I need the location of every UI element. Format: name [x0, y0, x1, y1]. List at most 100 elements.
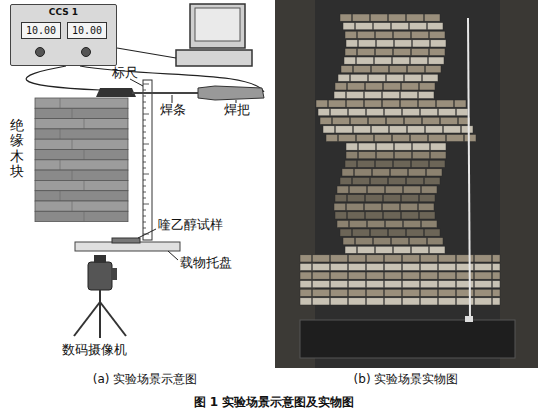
- welding-handle: [198, 86, 264, 100]
- photo-gap: [357, 143, 358, 150]
- photo-content: [275, 0, 538, 368]
- leader-line: [138, 229, 156, 238]
- photo-gap: [455, 289, 456, 296]
- ruler-tick: [143, 84, 149, 85]
- subfigure-caption: (a) 实验场景示意图: [93, 373, 198, 387]
- display-reading: 10.00: [26, 25, 56, 36]
- photo-gap: [365, 109, 366, 116]
- photo-gap: [491, 255, 492, 262]
- knob: [81, 47, 91, 57]
- photo-gap: [411, 152, 412, 159]
- sample-plate: [96, 88, 136, 97]
- photo-gap: [355, 134, 356, 141]
- photo-gap: [365, 298, 366, 305]
- photo-gap: [419, 255, 420, 262]
- display-panel: 10.00: [67, 22, 107, 39]
- wood-layer: [35, 129, 128, 139]
- photo-gap: [357, 40, 358, 47]
- camera-lens: [94, 255, 106, 263]
- wood-joint: [72, 139, 73, 149]
- photo-gap: [349, 74, 350, 81]
- ruler-ticks: [143, 84, 149, 234]
- ruler-tick: [143, 120, 146, 121]
- photo-gap: [355, 57, 356, 64]
- photo-gap: [390, 238, 391, 245]
- monitor-screen: [195, 8, 240, 41]
- wood-joint: [84, 150, 85, 160]
- photo-gap: [366, 186, 367, 193]
- photo-gap: [384, 186, 385, 193]
- photo-wall: [500, 0, 538, 368]
- photo-gap: [453, 100, 454, 107]
- photo-gap: [418, 195, 419, 202]
- ruler-tick: [143, 150, 146, 151]
- photo-gap: [352, 66, 353, 73]
- part-label: 焊条: [160, 103, 186, 118]
- photo-gap: [410, 246, 411, 253]
- leader-line: [130, 79, 143, 86]
- photo-wood: [343, 238, 443, 245]
- ruler-tick: [143, 192, 146, 193]
- photo-wood: [340, 177, 440, 184]
- photo-gap: [410, 48, 411, 55]
- photo-gap: [437, 255, 438, 262]
- power-supply-box: CCS 1 10.00 10.00: [10, 4, 117, 66]
- wood-layer: [35, 160, 128, 170]
- photo-gap: [374, 48, 375, 55]
- photo-gap: [381, 100, 382, 107]
- photo-gap: [437, 281, 438, 288]
- photo-tray: [300, 320, 515, 358]
- photo-gap: [455, 109, 456, 116]
- photo-gap: [424, 66, 425, 73]
- photo-gap: [311, 263, 312, 270]
- photo-gap: [346, 195, 347, 202]
- photo-gap: [347, 272, 348, 279]
- photo-wall: [275, 0, 315, 368]
- photo-gap: [473, 272, 474, 279]
- photo-gap: [420, 220, 421, 227]
- photo-gap: [370, 126, 371, 133]
- part-label: 标尺: [112, 66, 138, 81]
- photo-wood: [337, 186, 437, 193]
- photo-gap: [371, 169, 372, 176]
- insulating-wood-block: [35, 98, 128, 222]
- photo-gap: [349, 117, 350, 124]
- photo-gap: [437, 109, 438, 116]
- photo-gap: [387, 229, 388, 236]
- photo-gap: [383, 263, 384, 270]
- photo-gap: [383, 298, 384, 305]
- photo-wood: [340, 14, 440, 21]
- photo-wood: [323, 126, 473, 133]
- photo-gap: [399, 91, 400, 98]
- wood-joint: [72, 170, 73, 180]
- photo-gap: [354, 238, 355, 245]
- photo-gap: [406, 126, 407, 133]
- photo-gap: [437, 289, 438, 296]
- device-label: CCS 1: [49, 7, 78, 17]
- photo-gap: [428, 31, 429, 38]
- camera-side: [111, 268, 117, 280]
- photo-gap: [382, 195, 383, 202]
- ruler-tick: [143, 210, 146, 211]
- photo-gap: [381, 203, 382, 210]
- photo-gap: [356, 246, 357, 253]
- photo-gap: [491, 263, 492, 270]
- photo: [275, 0, 538, 368]
- photo-gap: [347, 263, 348, 270]
- part-label: 载物托盘: [180, 256, 232, 271]
- photo-gap: [334, 126, 335, 133]
- photo-gap: [435, 100, 436, 107]
- ruler-tick: [143, 144, 149, 145]
- photo-gap: [351, 14, 352, 21]
- photo-wood: [340, 229, 440, 236]
- photo-gap: [401, 298, 402, 305]
- photo-gap: [346, 212, 347, 219]
- photo-gap: [364, 83, 365, 90]
- photo-gap: [417, 91, 418, 98]
- ruler-tick: [143, 138, 146, 139]
- photo-gap: [491, 272, 492, 279]
- wire: [26, 66, 100, 90]
- photo-gap: [370, 66, 371, 73]
- wood-joint: [60, 129, 61, 139]
